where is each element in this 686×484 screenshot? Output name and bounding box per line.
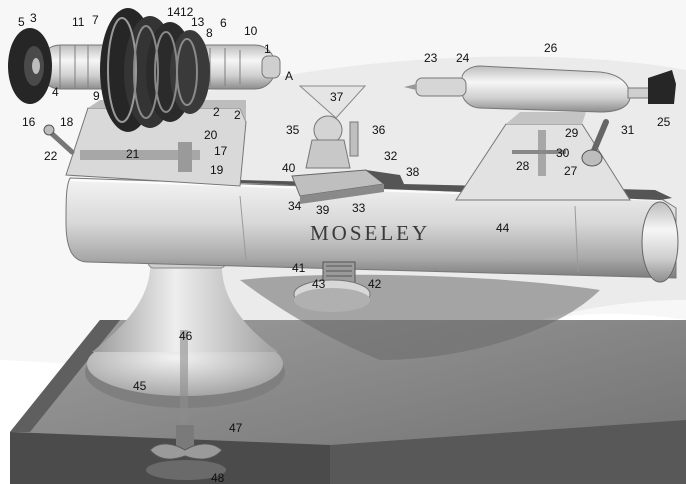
part-label-34: 34 [288,199,302,213]
part-label-2: 2 [234,108,241,122]
part-label-25: 25 [657,115,671,129]
part-label-38: 38 [406,165,420,179]
tool-rest [291,85,404,204]
step-pulleys [100,8,210,132]
part-label-37: 37 [330,90,344,104]
part-label-24: 24 [456,51,470,65]
part-label-14: 14 [167,5,181,19]
part-label-21: 21 [126,147,140,161]
part-label-6: 6 [220,16,227,30]
part-label-33: 33 [352,201,366,215]
handwheel [8,28,52,104]
part-label-48: 48 [211,471,225,484]
part-label-31: 31 [621,123,635,137]
part-label-2: 2 [213,105,220,119]
part-label-10: 10 [244,24,258,38]
part-label-30: 30 [556,146,570,160]
tailstock-quill [404,65,676,113]
wing-nut [146,425,226,480]
part-label-39: 39 [316,203,330,217]
part-label-35: 35 [286,123,300,137]
headstock [65,100,247,187]
part-label-26: 26 [544,41,558,55]
part-label-13: 13 [191,15,205,29]
part-label-17: 17 [214,144,228,158]
part-label-7: 7 [92,13,99,27]
part-label-20: 20 [204,128,218,142]
adjusting-knob [293,261,371,312]
part-label-4: 4 [52,85,59,99]
part-label-47: 47 [229,421,243,435]
part-label-23: 23 [424,51,438,65]
tailstock [455,112,631,201]
tailstock-lever [581,119,609,167]
part-label-9: 9 [93,89,100,103]
part-label-8: 8 [206,26,213,40]
part-label-a: A [285,69,293,83]
part-label-29: 29 [565,126,579,140]
brand-lettering: MOSELEY [310,221,430,245]
part-label-12: 12 [180,5,194,19]
part-label-3: 3 [30,11,37,25]
part-label-36: 36 [372,123,386,137]
part-label-44: 44 [496,221,510,235]
part-label-1: 1 [264,42,271,56]
part-label-28: 28 [516,159,530,173]
part-label-40: 40 [282,161,296,175]
part-label-11: 11 [72,15,85,29]
part-label-42: 42 [368,277,382,291]
part-label-5: 5 [18,15,25,29]
part-label-22: 22 [44,149,58,163]
spindle-lock-lever [43,124,75,155]
part-label-19: 19 [210,163,224,177]
part-label-43: 43 [312,277,326,291]
part-label-27: 27 [564,164,578,178]
part-label-18: 18 [60,115,74,129]
part-label-45: 45 [133,379,147,393]
stand-base [85,215,285,430]
part-label-41: 41 [292,261,306,275]
part-label-16: 16 [22,115,36,129]
part-label-32: 32 [384,149,398,163]
part-label-46: 46 [179,329,193,343]
